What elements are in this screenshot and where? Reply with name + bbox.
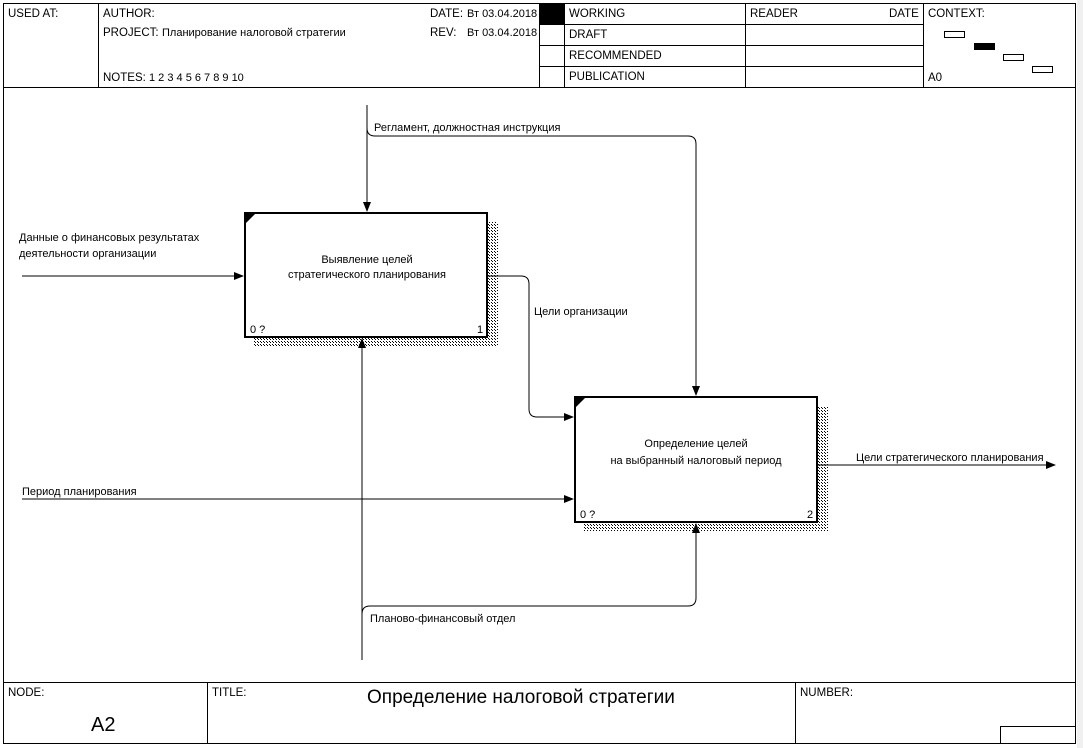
context-label: CONTEXT: [928,8,985,20]
activity-box-1[interactable]: Выявление целей стратегического планиров… [244,212,488,338]
status-row-divider [539,45,923,46]
context-node: A0 [928,72,943,84]
activity-2-cost: 0 ? [580,509,595,521]
working-status-marker [540,4,564,24]
mechanism-arrow[interactable] [358,338,700,660]
status-publication: PUBLICATION [569,71,645,83]
activity-1-title-line2: стратегического планирования [288,269,446,281]
footer-top-border [3,682,1076,683]
number-subbox [1000,726,1076,744]
date-label: DATE: [430,8,464,20]
status-working: WORKING [569,8,626,20]
node-label: NODE: [8,687,45,699]
reader-label: READER [750,8,798,20]
footer-divider [795,682,796,744]
date-value: Вт 03.04.2018 [467,8,538,20]
notes-value: 1 2 3 4 5 6 7 8 9 10 [149,72,244,84]
box-corner-marker [245,213,256,224]
control-arrow-label: Регламент, должностная инструкция [374,122,560,134]
activity-2-title-line2: на выбранный налоговый период [610,455,782,467]
number-label: NUMBER: [800,687,854,699]
notes-label: NOTES: [103,72,146,84]
project-label: PROJECT: [103,27,159,39]
used-at-label: USED AT: [8,8,59,20]
context-box [1003,54,1024,61]
output-arrow-label: Цели стратегического планирования [856,452,1044,464]
status-row-divider [539,66,923,67]
header-bottom-border [3,87,1076,88]
status-recommended: RECOMMENDED [569,50,662,62]
status-row-divider [539,24,923,25]
rev-label: REV: [430,27,457,39]
activity-2-number: 2 [807,509,813,521]
control-arrow[interactable] [363,105,700,396]
goals-arrow-label: Цели организации [534,306,628,318]
rev-value: Вт 03.04.2018 [467,27,538,39]
mechanism-arrow-label: Планово-финансовый отдел [370,613,515,625]
context-box-current [974,43,995,50]
activity-2-title-line1: Определение целей [644,438,747,450]
context-box [1032,66,1053,73]
activity-1-number: 1 [477,324,483,336]
project-value: Планирование налоговой стратегии [162,27,346,39]
title-label: TITLE: [212,687,247,699]
activity-1-title-line1: Выявление целей [321,254,412,266]
activity-1-cost: 0 ? [250,324,265,336]
footer-divider [207,682,208,744]
author-label: AUTHOR: [103,8,155,20]
activity-box-2[interactable]: Определение целей на выбранный налоговый… [574,396,818,523]
box-corner-marker [575,397,586,408]
input-arrow-label-line1: Данные о финансовых результатах [19,232,200,244]
node-value: A2 [91,714,116,736]
header-divider [923,3,924,87]
header-divider [98,3,99,87]
status-draft: DRAFT [569,29,608,41]
context-box [944,31,965,38]
vertical-scrollbar[interactable] [1077,0,1083,748]
period-arrow-label: Период планирования [22,486,137,498]
reader-date-label: DATE [889,8,919,20]
input-arrow-label-line2: деятельности организации [19,248,156,260]
diagram-title: Определение налоговой стратегии [367,687,675,708]
goals-arrow[interactable] [487,275,574,421]
